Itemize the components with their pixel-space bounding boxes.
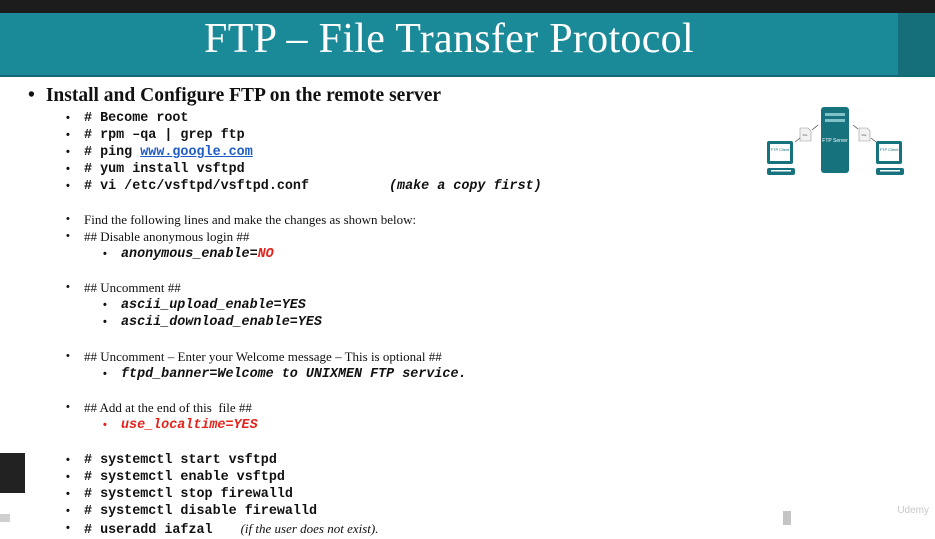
command-item: # vi /etc/vsftpd/vsftpd.conf (make a copy… xyxy=(66,178,542,195)
ftp-client-left-icon: FTP Client xyxy=(767,141,795,175)
final-command-list: # systemctl start vsftpd # systemctl ena… xyxy=(66,452,379,538)
file-left-icon: File xyxy=(794,124,819,143)
top-strip xyxy=(0,0,935,13)
command-text: # rpm –qa | grep ftp xyxy=(84,128,245,143)
main-bullet-text: Install and Configure FTP on the remote … xyxy=(45,85,442,106)
final-command-item: # systemctl stop firewalld xyxy=(66,486,379,503)
google-link[interactable]: www.google.com xyxy=(140,145,253,160)
command-item: # rpm –qa | grep ftp xyxy=(66,127,542,144)
slide-title: FTP – File Transfer Protocol xyxy=(204,16,694,62)
anonymous-enable-setting: anonymous_enable=NO xyxy=(103,246,274,263)
title-bar-edge xyxy=(898,13,935,75)
welcome-section: ## Uncomment – Enter your Welcome messag… xyxy=(66,348,442,365)
file-right-icon: File xyxy=(852,124,877,143)
command-text: # yum install vsftpd xyxy=(84,162,245,177)
uncomment-list: ascii_upload_enable=YES ascii_download_e… xyxy=(103,297,322,331)
server-label: FTP Server xyxy=(822,138,848,144)
corner-mark xyxy=(0,514,10,522)
command-list: # Become root # rpm –qa | grep ftp # pin… xyxy=(66,110,542,195)
setting-value: NO xyxy=(257,247,274,262)
command-item: # Become root xyxy=(66,110,542,127)
setting-key: anonymous_enable= xyxy=(121,247,258,262)
command-item: # yum install vsftpd xyxy=(66,161,542,178)
section-header-disable-anon: ## Disable anonymous login ## xyxy=(66,228,416,245)
final-command-item: # systemctl enable vsftpd xyxy=(66,469,379,486)
svg-text:File: File xyxy=(862,133,867,137)
ascii-upload-setting: ascii_upload_enable=YES xyxy=(103,297,322,314)
client-right-label: FTP Client xyxy=(880,147,900,152)
localtime-list: use_localtime=YES xyxy=(103,417,258,434)
use-localtime-setting: use_localtime=YES xyxy=(103,417,258,434)
uncomment-section: ## Uncomment ## xyxy=(66,279,181,296)
command-text: # ping xyxy=(84,145,141,160)
welcome-list: ftpd_banner=Welcome to UNIXMEN FTP servi… xyxy=(103,366,467,383)
client-left-label: FTP Client xyxy=(771,147,791,152)
final-command-item: # systemctl start vsftpd xyxy=(66,452,379,469)
command-text: # Become root xyxy=(84,111,189,126)
final-note: (if the user does not exist). xyxy=(240,521,379,536)
ftp-diagram: FTP Client FTP Server FTP Client File Fi… xyxy=(767,107,904,175)
command-item: # ping www.google.com xyxy=(66,144,542,161)
disable-anon-list: anonymous_enable=NO xyxy=(103,246,274,263)
section-header-uncomment: ## Uncomment ## xyxy=(66,279,181,296)
find-lines-item: Find the following lines and make the ch… xyxy=(66,211,416,228)
final-command-item: # useradd iafzal (if the user does not ex… xyxy=(66,520,379,538)
ftp-client-right-icon: FTP Client xyxy=(876,141,904,175)
ftp-server-icon: FTP Server xyxy=(821,107,849,173)
ftpd-banner-setting: ftpd_banner=Welcome to UNIXMEN FTP servi… xyxy=(103,366,467,383)
section-header-welcome: ## Uncomment – Enter your Welcome messag… xyxy=(66,348,442,365)
scroll-indicator[interactable] xyxy=(783,511,791,525)
video-overlay-block xyxy=(0,453,25,493)
title-bar: FTP – File Transfer Protocol xyxy=(0,13,935,77)
localtime-section: ## Add at the end of this file ## xyxy=(66,399,252,416)
command-text: # vi /etc/vsftpd/vsftpd.conf xyxy=(84,179,309,194)
section-header-localtime: ## Add at the end of this file ## xyxy=(66,399,252,416)
main-bullet: • Install and Configure FTP on the remote… xyxy=(28,85,441,107)
udemy-watermark: Udemy xyxy=(897,505,929,516)
command-text: # useradd iafzal xyxy=(84,523,213,538)
find-lines-list: Find the following lines and make the ch… xyxy=(66,211,416,245)
bullet-dot: • xyxy=(28,85,35,106)
final-command-item: # systemctl disable firewalld xyxy=(66,503,379,520)
command-note: (make a copy first) xyxy=(389,179,542,194)
svg-text:File: File xyxy=(803,133,808,137)
ascii-download-setting: ascii_download_enable=YES xyxy=(103,314,322,331)
